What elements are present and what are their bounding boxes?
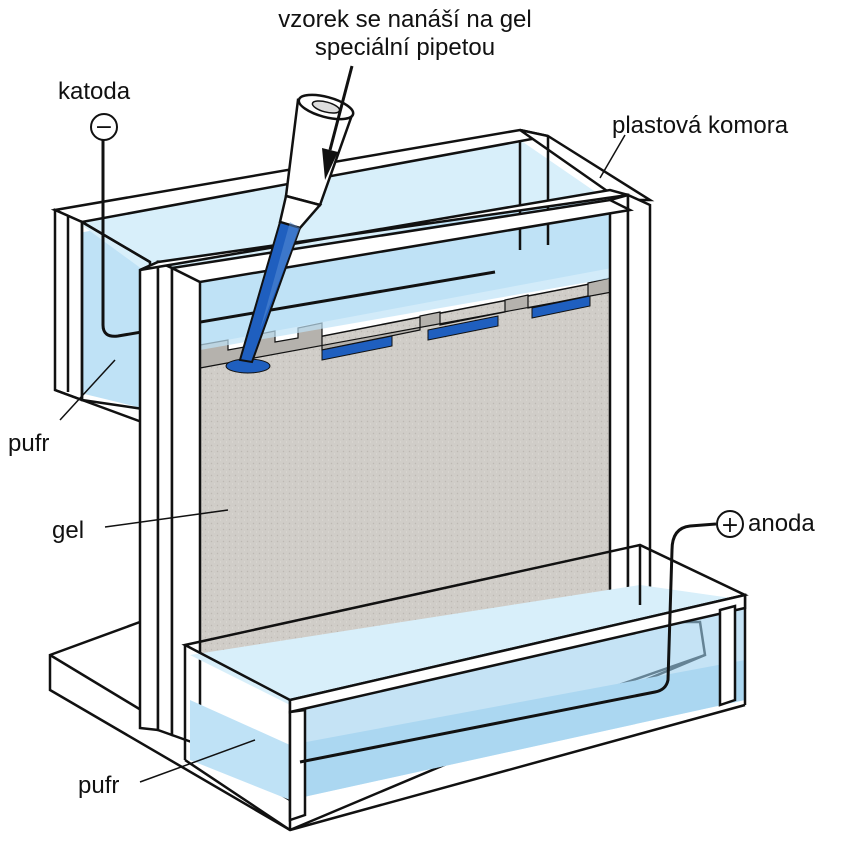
front-plates [138,188,652,747]
sample-label-line2: speciální pipetou [314,33,496,61]
buffer-bottom-label: pufr [78,772,120,799]
gel-slab [199,255,629,661]
cathode-minus-sign: − [95,115,113,140]
cathode-symbol: − [90,113,118,141]
cathode-wire [101,140,496,338]
cathode-label: katoda [58,78,131,105]
anode-symbol: + [716,510,744,538]
leader-lines [59,134,626,783]
gel-label: gel [52,517,85,544]
sample-arrow [322,65,354,180]
buffer-top-label: pufr [8,430,50,457]
chamber-label: plastová komora [612,112,789,139]
anode-wire [299,522,717,764]
anode-plus-sign: + [721,513,739,538]
sample-label: vzorek se nanáší na gel speciální pipeto… [225,6,585,61]
anode-label: anoda [748,510,815,537]
sample-label-line1: vzorek se nanáší na gel [278,6,532,33]
